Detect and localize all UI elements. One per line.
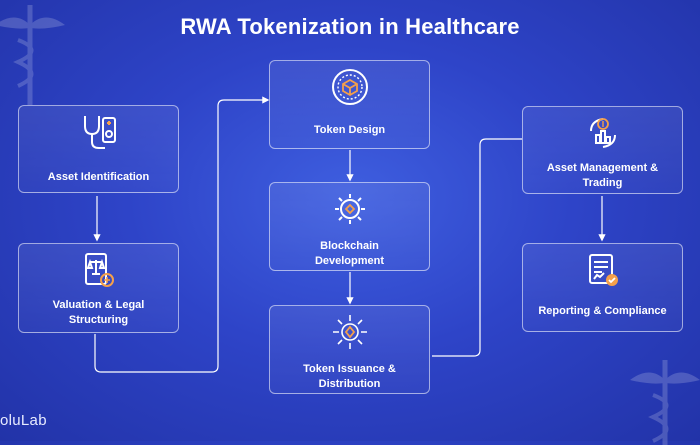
step-label: Asset Identification (47, 171, 150, 183)
step-token-issuance-distribution: Token Issuance & Distribution (269, 305, 430, 394)
step-label: Blockchain Development (314, 240, 385, 267)
caduceus-watermark-left-icon (0, 5, 65, 105)
step-label: Asset Management & Trading (546, 162, 659, 189)
report-check-icon (588, 254, 618, 286)
legal-document-icon (84, 253, 114, 287)
step-asset-management-trading: Asset Management & Trading (522, 106, 683, 194)
step-label: Token Issuance & Distribution (303, 363, 396, 390)
page-title: RWA Tokenization in Healthcare (180, 14, 520, 39)
token-distribution-icon (332, 315, 367, 349)
asset-cycle-icon (589, 118, 616, 148)
step-label: Token Design (313, 124, 386, 136)
blockchain-gear-icon (334, 194, 365, 224)
stethoscope-icon (83, 116, 116, 149)
step-valuation-legal-structuring: Valuation & Legal Structuring (18, 243, 179, 333)
step-blockchain-development: Blockchain Development (269, 182, 430, 271)
step-label: Valuation & Legal Structuring (52, 299, 145, 326)
step-reporting-compliance: Reporting & Compliance (522, 243, 683, 332)
step-asset-identification: Asset Identification (18, 105, 179, 193)
brand-logo: oluLab (0, 412, 47, 429)
caduceus-watermark-right-icon (630, 360, 700, 445)
step-token-design: Token Design (269, 60, 430, 149)
token-cube-icon (331, 69, 368, 105)
step-label: Reporting & Compliance (538, 305, 667, 317)
connector-valuation-to-token-design (94, 96, 270, 373)
connector-issuance-to-management (432, 138, 522, 357)
